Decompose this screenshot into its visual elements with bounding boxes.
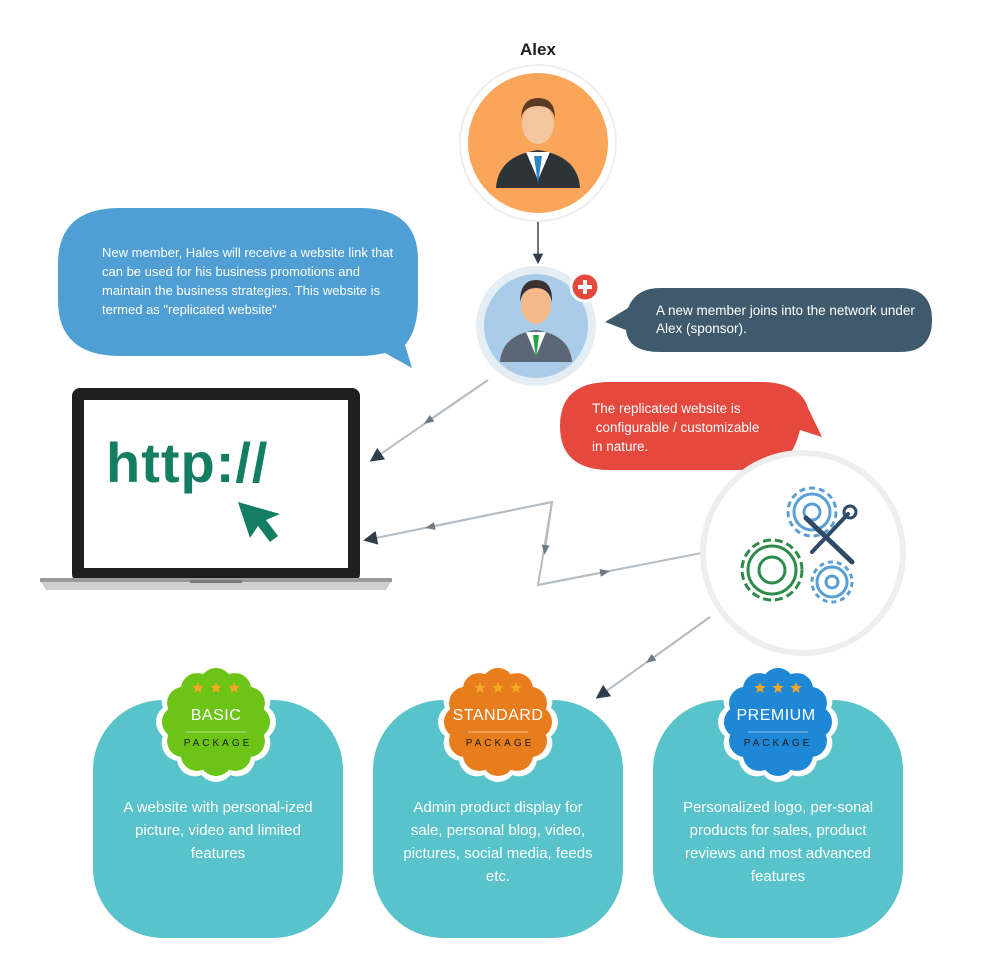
star-icon <box>228 682 240 693</box>
new-member-avatar-icon <box>476 266 596 386</box>
standard-package-card <box>373 700 623 938</box>
cursor-arrow-icon <box>238 502 280 542</box>
website-link-callout <box>58 208 418 368</box>
basic-package-card <box>93 700 343 938</box>
laptop-url-text: http:// <box>106 431 269 494</box>
star-icon <box>790 682 802 693</box>
new-member-callout-text: A new member joins into the network unde… <box>656 303 915 336</box>
star-icon <box>772 682 784 693</box>
premium-package-badge <box>718 662 838 782</box>
premium-package-sub: PACKAGE <box>743 738 813 749</box>
star-icon <box>492 682 504 693</box>
member-to-website-arrow <box>369 379 489 462</box>
star-icon <box>192 682 204 693</box>
star-icon <box>754 682 766 693</box>
laptop-icon <box>40 388 392 590</box>
basic-package-name: BASIC <box>190 707 242 724</box>
basic-package-sub: PACKAGE <box>183 738 253 749</box>
premium-package-description: Personalized logo, per-sonal products fo… <box>682 799 874 885</box>
standard-package-description: Admin product display for sale, personal… <box>403 799 593 885</box>
standard-package-sub: PACKAGE <box>465 738 535 749</box>
sponsor-avatar-icon <box>459 64 617 222</box>
website-config-connector <box>363 500 730 587</box>
website-link-callout-text: New member, Hales will receive a website… <box>102 245 394 317</box>
sponsor-name: Alex <box>520 40 556 59</box>
configurable-callout <box>560 382 822 470</box>
add-member-icon <box>569 271 601 303</box>
standard-package-badge <box>438 662 558 782</box>
gear-tools-icon <box>700 450 906 656</box>
basic-package-description: A website with personal-ized picture, vi… <box>123 799 313 862</box>
star-icon <box>510 682 522 693</box>
standard-package-name: STANDARD <box>452 707 544 724</box>
premium-package-card <box>653 700 903 938</box>
basic-package-badge <box>156 662 276 782</box>
configurable-callout-text: The replicated website is configurable /… <box>592 401 760 454</box>
star-icon <box>210 682 222 693</box>
config-to-standard-arrow <box>595 616 711 699</box>
premium-package-name: PREMIUM <box>736 707 816 724</box>
new-member-callout <box>605 288 932 352</box>
star-icon <box>474 682 486 693</box>
